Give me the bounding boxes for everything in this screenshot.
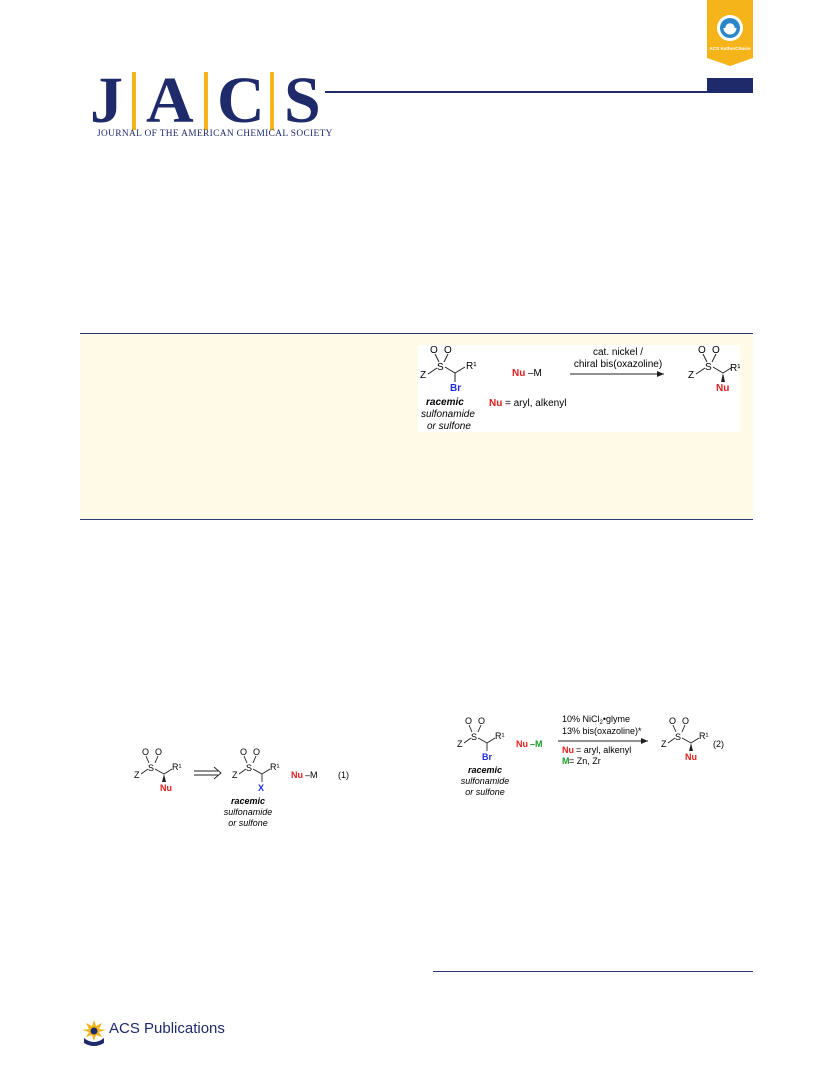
- eq2-label-sulfonamide: sulfonamide: [461, 776, 510, 786]
- eq1-left-sulfur: S: [148, 763, 154, 773]
- header-rule: [325, 91, 753, 93]
- eq1-right-sulfur: S: [246, 763, 252, 773]
- acs-authorchoice-badge[interactable]: ACS AuthorChoice: [707, 0, 753, 66]
- eq1-right-z: Z: [232, 770, 238, 780]
- toc-graphic: O O S Z R¹ Br racemic sulfonamide or sul…: [418, 345, 741, 432]
- equation-1-scheme: O O S Z R¹ Nu O O S Z R¹ X racemic sulfo…: [134, 747, 349, 828]
- eq2-left-bromide: Br: [482, 752, 492, 762]
- toc-product-oxygen: O: [698, 345, 706, 356]
- acs-logo-icon: [82, 1020, 106, 1046]
- eq2-condition-ligand: 13% bis(oxazoline)*: [562, 726, 642, 736]
- eq2-left-oxygen: O: [478, 716, 485, 726]
- toc-product-r1: R¹: [730, 363, 740, 374]
- publisher-name: ACS Publications: [109, 1020, 225, 1037]
- eq2-label-sulfone: or sulfone: [465, 787, 505, 797]
- eq1-number: (1): [338, 770, 349, 780]
- toc-reactant-oxygen: O: [430, 345, 438, 356]
- toc-product-z: Z: [688, 370, 694, 381]
- eq1-label-sulfonamide: sulfonamide: [224, 807, 273, 817]
- toc-nu-definition-nu: Nu: [489, 398, 502, 409]
- footnote-rule: [433, 971, 753, 972]
- eq2-label-racemic: racemic: [468, 765, 502, 775]
- toc-reactant-z: Z: [420, 370, 426, 381]
- eq2-left-oxygen: O: [465, 716, 472, 726]
- eq1-right-oxygen: O: [240, 747, 247, 757]
- eq2-nucleophile-m: –M: [530, 739, 543, 749]
- masthead-letter-a: A: [146, 64, 194, 137]
- toc-label-sulfone: or sulfone: [427, 421, 471, 432]
- masthead-letter-c: C: [217, 64, 265, 137]
- toc-product-oxygen: O: [712, 345, 720, 356]
- toc-nucleophile-m: –M: [528, 368, 542, 379]
- masthead-divider: [132, 72, 136, 130]
- journal-masthead: J A C S JOURNAL OF THE AMERICAN CHEMICAL…: [80, 64, 333, 146]
- eq1-nucleophile-nu: Nu: [291, 770, 303, 780]
- toc-reactant-sulfur: S: [437, 362, 444, 373]
- eq1-left-oxygen: O: [142, 747, 149, 757]
- masthead-letter-j: J: [90, 64, 123, 137]
- toc-reactant-r1: R¹: [466, 361, 477, 372]
- header-block: [707, 78, 753, 92]
- authorchoice-badge-icon: [707, 0, 753, 66]
- toc-label-racemic: racemic: [426, 397, 464, 408]
- eq2-right-sulfur: S: [675, 732, 681, 742]
- eq1-right-r1: R¹: [270, 762, 280, 772]
- eq1-right-oxygen: O: [253, 747, 260, 757]
- eq2-right-nu: Nu: [685, 752, 697, 762]
- badge-label: ACS AuthorChoice: [709, 46, 751, 51]
- eq2-right-r1: R¹: [699, 731, 709, 741]
- eq2-def-m: M: [562, 756, 570, 766]
- eq2-def-nu: Nu: [562, 745, 574, 755]
- eq2-left-z: Z: [457, 739, 463, 749]
- eq1-label-racemic: racemic: [231, 796, 265, 806]
- toc-conditions-line2: chiral bis(oxazoline): [574, 359, 662, 370]
- toc-product-sulfur: S: [705, 362, 712, 373]
- eq2-left-r1: R¹: [495, 731, 505, 741]
- eq2-number: (2): [713, 739, 724, 749]
- toc-nu-definition: = aryl, alkenyl: [505, 398, 566, 409]
- eq2-left-sulfur: S: [471, 732, 477, 742]
- eq2-right-oxygen: O: [682, 716, 689, 726]
- toc-scheme: O O S Z R¹ Br racemic sulfonamide or sul…: [420, 345, 741, 432]
- masthead-divider: [204, 72, 208, 130]
- equation-1: O O S Z R¹ Nu O O S Z R¹ X racemic sulfo…: [130, 740, 380, 832]
- masthead-divider: [270, 72, 274, 130]
- eq1-label-sulfone: or sulfone: [228, 818, 268, 828]
- toc-conditions-line1: cat. nickel /: [593, 347, 643, 358]
- equation-2: O O S Z R¹ Br racemic sulfonamide or sul…: [452, 705, 727, 805]
- eq1-right-x: X: [258, 783, 264, 793]
- toc-product-nu: Nu: [716, 383, 729, 394]
- acs-publications-logo[interactable]: ACS Publications: [80, 1016, 240, 1046]
- toc-reactant-oxygen: O: [444, 345, 452, 356]
- eq2-def-m-values: = Zn, Zr: [569, 756, 601, 766]
- eq1-left-oxygen: O: [155, 747, 162, 757]
- equation-2-scheme: O O S Z R¹ Br racemic sulfonamide or sul…: [457, 714, 724, 797]
- eq1-left-nu: Nu: [160, 783, 172, 793]
- eq1-nucleophile-m: –M: [305, 770, 318, 780]
- journal-full-name: JOURNAL OF THE AMERICAN CHEMICAL SOCIETY: [97, 129, 333, 139]
- toc-label-sulfonamide: sulfonamide: [421, 409, 475, 420]
- toc-nucleophile-nu: Nu: [512, 368, 525, 379]
- eq1-left-r1: R¹: [172, 762, 182, 772]
- eq1-left-z: Z: [134, 770, 140, 780]
- toc-reactant-bromide: Br: [450, 383, 461, 394]
- eq2-nucleophile-nu: Nu: [516, 739, 528, 749]
- eq2-right-oxygen: O: [669, 716, 676, 726]
- eq2-condition-catalyst: 10% NiCl2•glyme: [562, 714, 630, 726]
- eq2-def-nu-values: = aryl, alkenyl: [576, 745, 631, 755]
- masthead-letter-s: S: [284, 64, 321, 137]
- eq2-right-z: Z: [661, 739, 667, 749]
